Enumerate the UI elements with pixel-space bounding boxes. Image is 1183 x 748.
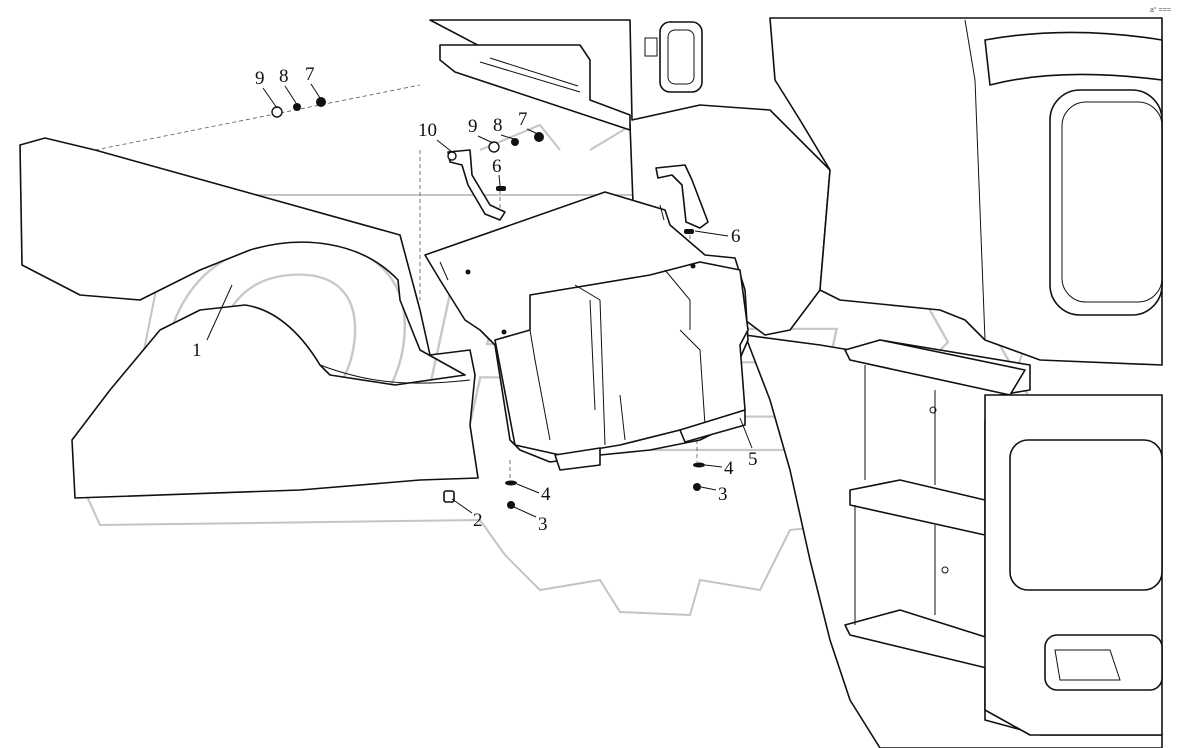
mudguard-lip bbox=[679, 409, 746, 443]
washer-icon bbox=[693, 462, 705, 468]
leader-line bbox=[310, 83, 321, 99]
leader-line bbox=[284, 85, 297, 104]
step-well bbox=[439, 44, 631, 131]
fog-lamp-lens bbox=[1054, 649, 1121, 681]
leader-line bbox=[694, 230, 729, 237]
screw-icon bbox=[693, 483, 701, 491]
washer-icon bbox=[488, 141, 500, 153]
leader-line bbox=[498, 174, 501, 187]
mudguard-panel bbox=[424, 191, 749, 471]
corner-mark: a° === bbox=[1150, 6, 1171, 14]
callout-6: 6 bbox=[731, 226, 741, 247]
bolt-icon bbox=[684, 229, 694, 234]
step-well-tread bbox=[479, 57, 581, 93]
lock-washer-icon bbox=[293, 103, 301, 111]
bracket-right bbox=[655, 164, 709, 229]
door-handle-recess bbox=[667, 29, 695, 85]
callout-8: 8 bbox=[279, 66, 289, 87]
callout-9: 9 bbox=[468, 116, 478, 137]
fender-body bbox=[19, 137, 479, 499]
callout-2: 2 bbox=[473, 510, 483, 531]
door-handle bbox=[659, 21, 703, 93]
mudguard-mount-hole bbox=[465, 269, 471, 275]
leader-line bbox=[451, 498, 473, 514]
mudguard-mount-hole bbox=[690, 263, 696, 269]
nut-icon bbox=[534, 132, 544, 142]
leader-line bbox=[436, 139, 453, 153]
callout-1: 1 bbox=[192, 340, 202, 361]
callout-7: 7 bbox=[518, 109, 528, 130]
brackets bbox=[447, 149, 709, 229]
leader-line bbox=[526, 128, 539, 135]
leader-line bbox=[262, 87, 278, 109]
callout-9: 9 bbox=[255, 68, 265, 89]
mudguard-lip bbox=[554, 447, 601, 471]
upper-step bbox=[844, 339, 1026, 396]
callouts: 9 8 7 10 9 8 7 6 6 1 2 4 3 4 3 5 bbox=[192, 64, 758, 535]
leader-line bbox=[513, 506, 537, 518]
mudguard-mount-hole bbox=[501, 329, 507, 335]
step-bolt-hole bbox=[941, 566, 949, 574]
clip-icon bbox=[443, 490, 455, 503]
bolt-icon bbox=[496, 186, 506, 191]
lock-washer-icon bbox=[511, 138, 519, 146]
step-frame-inner bbox=[854, 365, 936, 625]
leader-line bbox=[206, 284, 233, 341]
callout-7: 7 bbox=[305, 64, 315, 85]
fender bbox=[19, 137, 479, 499]
washer-icon bbox=[505, 480, 517, 486]
mudguard-fold bbox=[529, 329, 706, 441]
leader-line bbox=[739, 417, 753, 449]
callout-4: 4 bbox=[541, 484, 551, 505]
callout-3: 3 bbox=[538, 514, 548, 535]
washer-icon bbox=[271, 106, 283, 118]
leader-lines bbox=[206, 83, 753, 518]
callout-4: 4 bbox=[724, 458, 734, 479]
windscreen-frame bbox=[984, 31, 1163, 86]
leader-line bbox=[477, 135, 494, 144]
fog-lamp bbox=[1044, 634, 1163, 691]
callout-5: 5 bbox=[748, 449, 758, 470]
callout-6: 6 bbox=[492, 156, 502, 177]
headlamp-lens bbox=[1061, 101, 1163, 303]
headlamp-housing bbox=[1049, 89, 1163, 316]
mudguard-rib bbox=[574, 269, 691, 446]
fender-edge bbox=[19, 144, 471, 384]
leader-line bbox=[516, 483, 540, 494]
screw-icon bbox=[507, 501, 515, 509]
leader-line bbox=[704, 464, 723, 468]
assembly-line bbox=[94, 84, 421, 151]
leader-line bbox=[500, 134, 515, 140]
cab-body bbox=[429, 17, 1163, 748]
nut-icon bbox=[316, 97, 326, 107]
cab-front-seam bbox=[964, 19, 986, 341]
door-lock bbox=[644, 37, 658, 57]
leader-line bbox=[700, 486, 717, 491]
bumper-recess bbox=[1009, 439, 1163, 591]
mudguard-strap bbox=[439, 204, 665, 281]
callout-10: 10 bbox=[418, 120, 437, 141]
step-bolt-hole bbox=[929, 406, 937, 414]
callout-8: 8 bbox=[493, 115, 503, 136]
bracket-left bbox=[447, 149, 506, 221]
callout-3: 3 bbox=[718, 484, 728, 505]
bracket-washer-icon bbox=[447, 151, 457, 161]
hardware bbox=[271, 97, 705, 509]
